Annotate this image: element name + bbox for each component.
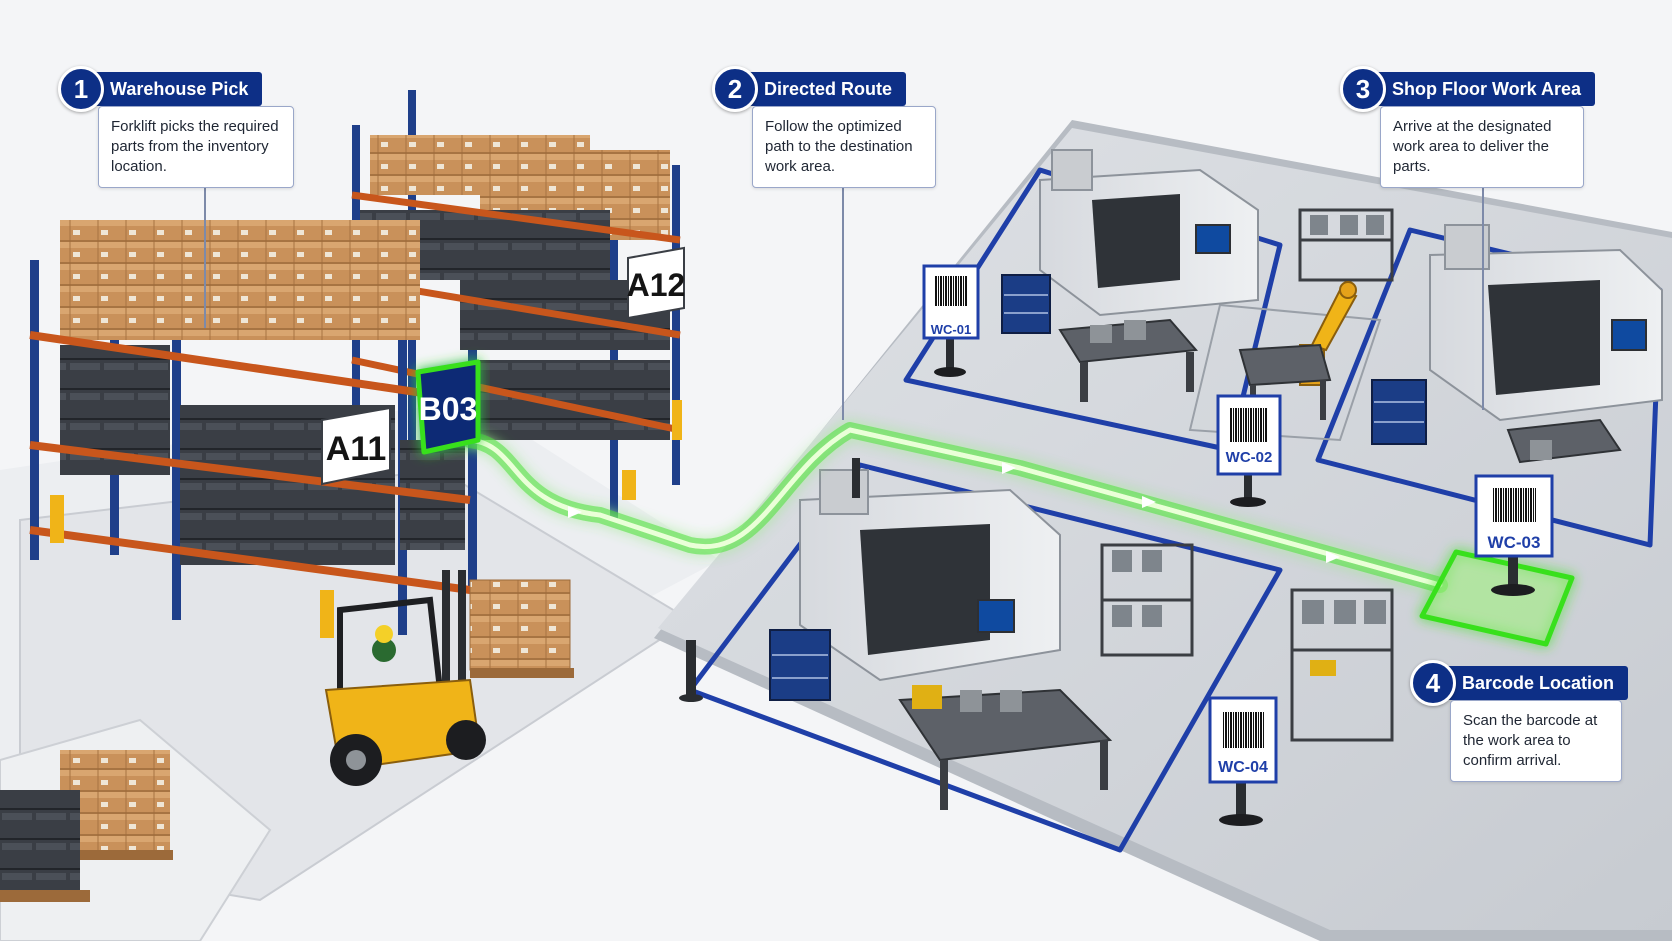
staging-pallets [0, 750, 173, 902]
barcode-sign-wc03 [1474, 474, 1554, 596]
tool-cabinet-wc03 [1371, 379, 1427, 445]
callout-title: Barcode Location [1440, 666, 1629, 700]
shop-floor-platform [658, 128, 1672, 930]
workbench-wc04 [898, 685, 1113, 810]
step-number-badge: 4 [1410, 660, 1456, 706]
barcode-label-wc02: WC-02 [1226, 449, 1273, 466]
tool-cabinet-wc04 [769, 629, 831, 701]
callout-body: Follow the optimized path to the destina… [752, 106, 936, 188]
route-arrows [568, 462, 1340, 563]
callout-description: Arrive at the designated work area to de… [1393, 118, 1552, 175]
workbench-wc03 [1506, 418, 1622, 464]
leader-line-step-3 [1482, 188, 1484, 410]
cnc-machine-wc03 [1429, 224, 1663, 422]
barcode-label-wc03: WC-03 [1488, 533, 1541, 552]
callout-title: Warehouse Pick [88, 72, 263, 106]
cnc-machine-wc01 [1039, 149, 1259, 317]
rack-sign-a11 [321, 406, 391, 486]
leader-line-step-2 [842, 188, 844, 420]
callout-body: Forklift picks the required parts from t… [98, 106, 294, 188]
parts-rack-right [1290, 588, 1394, 742]
barcode-label-wc04: WC-04 [1218, 759, 1268, 776]
work-area-zone-wc01 [903, 167, 1283, 453]
callout-description: Scan the barcode at the work area to con… [1463, 712, 1598, 769]
cnc-machine-wc04 [799, 469, 1061, 682]
barcode-sign-wc04 [1208, 696, 1278, 826]
rack-a11 [29, 220, 477, 638]
callout-body: Arrive at the designated work area to de… [1380, 106, 1584, 188]
directed-route-path [462, 422, 1448, 593]
callout-title: Directed Route [742, 72, 907, 106]
workbench-wc01 [1058, 318, 1199, 402]
step-number-badge: 3 [1340, 66, 1386, 112]
rack-sign-a12 [627, 246, 685, 320]
bollard-route [852, 458, 860, 498]
callout-description: Follow the optimized path to the destina… [765, 118, 913, 175]
parts-rack-top [1298, 208, 1394, 282]
rack-label-a11: A11 [326, 430, 387, 468]
callout-header: 4 Barcode Location [1410, 660, 1629, 706]
parts-rack-wc04 [1100, 543, 1194, 657]
callout-description: Forklift picks the required parts from t… [111, 118, 279, 175]
destination-marker-wc03 [1419, 549, 1575, 647]
callout-header: 1 Warehouse Pick [58, 66, 263, 112]
barcode-label-wc01: WC-01 [931, 322, 971, 337]
callout-header: 3 Shop Floor Work Area [1340, 66, 1596, 112]
step-number-badge: 1 [58, 66, 104, 112]
callout-header: 2 Directed Route [712, 66, 907, 112]
callout-title: Shop Floor Work Area [1370, 72, 1596, 106]
forklift [324, 570, 574, 786]
bollard-shop-entry [679, 640, 703, 702]
leader-line-step-1 [204, 188, 206, 328]
callout-body: Scan the barcode at the work area to con… [1450, 700, 1622, 782]
barcode-sign-wc01 [922, 264, 980, 377]
b03-location-highlight [415, 359, 481, 455]
tool-cabinet-wc01 [1001, 274, 1051, 334]
rack-label-a12: A12 [627, 267, 686, 303]
barcode-sign-wc02 [1216, 394, 1282, 507]
step-number-badge: 2 [712, 66, 758, 112]
rack-label-b03: B03 [419, 391, 478, 427]
